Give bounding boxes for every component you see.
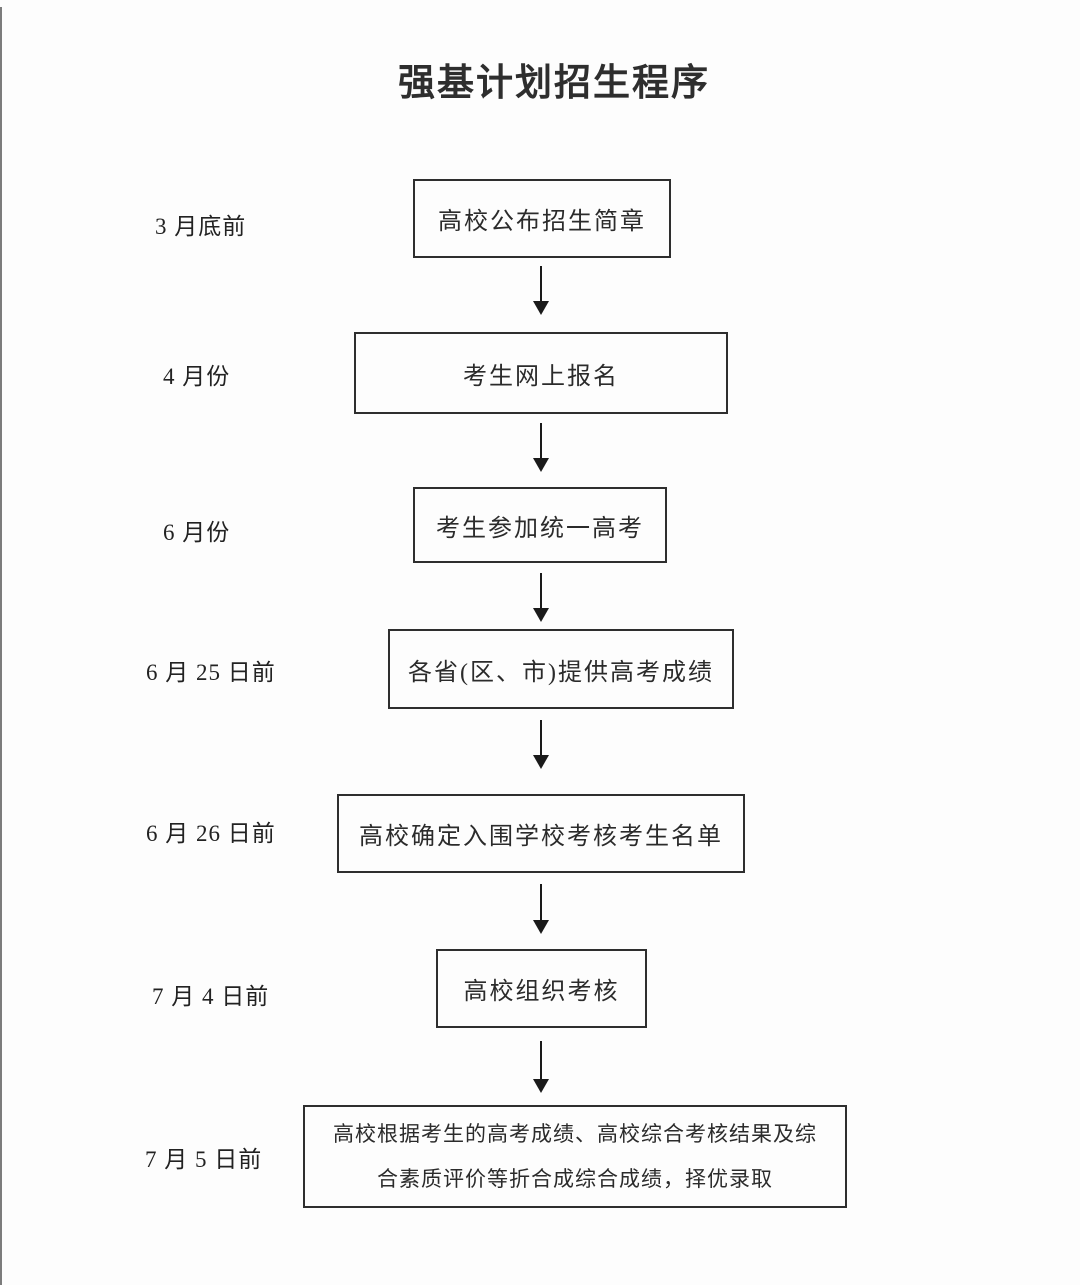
- date-label-4: 6 月 25 日前: [146, 660, 276, 685]
- flow-step-3: 考生参加统一高考: [413, 487, 667, 563]
- date-label-3: 6 月份: [163, 520, 231, 545]
- flow-step-4: 各省(区、市)提供高考成绩: [388, 629, 734, 709]
- arrow-down-icon: [533, 720, 549, 769]
- arrow-down-icon: [533, 266, 549, 315]
- flow-step-7: 高校根据考生的高考成绩、高校综合考核结果及综合素质评价等折合成综合成绩，择优录取: [303, 1105, 847, 1208]
- arrow-down-icon: [533, 884, 549, 934]
- flow-step-5: 高校确定入围学校考核考生名单: [337, 794, 745, 873]
- arrow-down-icon: [533, 573, 549, 622]
- arrow-down-icon: [533, 1041, 549, 1093]
- date-label-5: 6 月 26 日前: [146, 821, 276, 846]
- flow-step-6: 高校组织考核: [436, 949, 647, 1028]
- flow-step-2: 考生网上报名: [354, 332, 728, 414]
- flow-step-1: 高校公布招生简章: [413, 179, 671, 258]
- date-label-6: 7 月 4 日前: [152, 984, 270, 1009]
- page-title: 强基计划招生程序: [398, 62, 710, 103]
- date-label-1: 3 月底前: [155, 214, 247, 239]
- arrow-down-icon: [533, 423, 549, 472]
- date-label-7: 7 月 5 日前: [145, 1147, 263, 1172]
- left-edge-line: [0, 7, 2, 1285]
- date-label-2: 4 月份: [163, 364, 231, 389]
